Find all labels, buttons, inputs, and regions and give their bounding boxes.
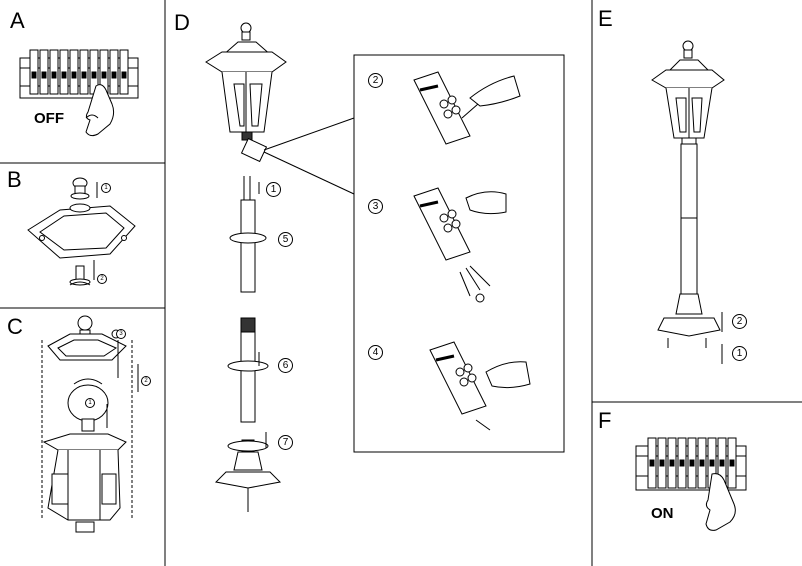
breaker-panel-illustration-f	[635, 437, 747, 531]
step-number-c2: 2	[141, 376, 151, 386]
caption-off: OFF	[34, 110, 64, 127]
upper-pole-illustration	[229, 176, 267, 293]
panel-letter-b: B	[7, 167, 22, 192]
panel-letter-f: F	[598, 408, 612, 433]
step-number-e1: 1	[732, 346, 747, 361]
pole-base-illustration	[214, 432, 282, 512]
step-number-d1: 1	[266, 182, 281, 197]
caption-on: ON	[651, 505, 674, 522]
step-number-detail-3: 3	[368, 199, 383, 214]
step-number-b1: 1	[101, 183, 111, 193]
step-number-d6: 6	[278, 358, 293, 373]
step-number-d5: 5	[278, 232, 293, 247]
terminal-block-detail-4	[429, 341, 531, 431]
panel-letter-e: E	[598, 6, 613, 31]
lamp-roof-illustration-b	[27, 177, 136, 286]
breaker-panel-illustration-a	[19, 49, 139, 137]
step-number-b2: 2	[97, 274, 107, 284]
step-number-d7: 7	[278, 435, 293, 450]
step-number-c3: 3	[116, 329, 126, 339]
panel-letter-a: A	[10, 8, 25, 33]
step-number-c1: 1	[85, 398, 95, 408]
step-number-detail-2: 2	[368, 73, 383, 88]
middle-pole-illustration	[227, 317, 269, 423]
panel-letter-c: C	[7, 314, 23, 339]
panel-letter-d: D	[174, 10, 190, 35]
terminal-block-detail-2	[413, 71, 521, 145]
assembled-lamp-illustration-e	[651, 40, 725, 364]
step-number-detail-4: 4	[368, 345, 383, 360]
step-number-e2: 2	[732, 314, 747, 329]
wiring-detail-frame	[353, 54, 565, 453]
terminal-block-detail-3	[413, 187, 507, 303]
lantern-head-illustration-d	[205, 22, 355, 195]
lamp-assembly-illustration-c	[41, 315, 139, 533]
